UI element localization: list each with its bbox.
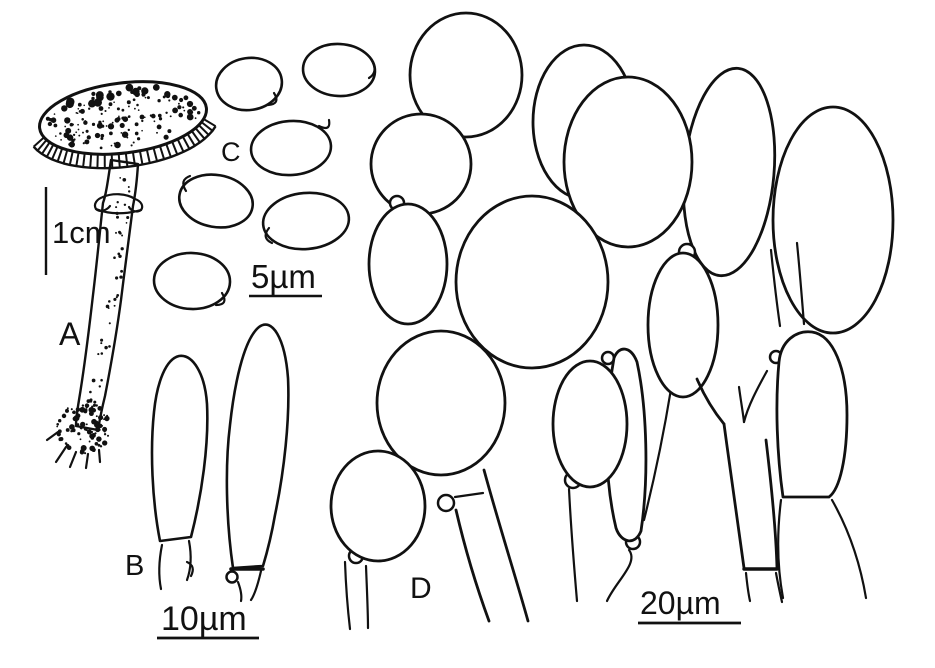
clamp-connection (436, 493, 456, 513)
hypha-line (482, 468, 530, 623)
spore (177, 173, 255, 229)
hypha-line (605, 548, 633, 603)
clavate-cells-group (150, 323, 290, 603)
spores-group (152, 42, 377, 311)
mushroom-stipe-dots (86, 177, 131, 407)
base-fibril (68, 450, 78, 469)
hypha-line (764, 438, 779, 570)
hypha-line (774, 571, 784, 604)
branching-hypha (695, 369, 784, 604)
clamp-connection (225, 570, 239, 584)
panel-d: D 20µm (329, 11, 895, 631)
globose-cell (551, 359, 629, 489)
base-fibril (45, 430, 60, 442)
panel-d-label: D (410, 572, 432, 605)
panel-c-label: C (221, 137, 241, 167)
scale-bar-b-text: 10µm (161, 600, 247, 638)
globose-cell (646, 251, 720, 399)
hypha-line (364, 564, 370, 630)
spore (249, 118, 333, 177)
base-fibril (54, 445, 68, 464)
spore (214, 56, 284, 112)
mushroom-ring (93, 193, 144, 215)
basal-cell-line (158, 543, 164, 591)
mushroom-gills (32, 118, 217, 170)
hypha-line (737, 385, 746, 424)
mushroom-stipe (74, 158, 140, 432)
globose-cell (408, 11, 524, 139)
globose-cell (775, 330, 849, 499)
globose-cell (369, 112, 473, 216)
spore-apiculus (367, 57, 376, 80)
globose-cell (562, 75, 694, 249)
hypha-line (830, 498, 868, 600)
hypha-line (695, 377, 726, 426)
hypha-line (454, 508, 491, 623)
hypha-line (642, 387, 673, 522)
spore (152, 251, 232, 311)
ring-line (101, 193, 137, 201)
hypha-line (742, 369, 769, 424)
hypha-line (777, 498, 785, 600)
panel-b-label: B (125, 550, 144, 582)
basal-cell-line (236, 580, 243, 603)
scale-bar-a-text: 1cm (52, 215, 111, 250)
panel-c: C 5µm (152, 42, 377, 311)
base-fibril (84, 452, 90, 470)
spore (261, 191, 351, 251)
hypha-line (343, 560, 352, 631)
globose-cell (375, 329, 507, 477)
scale-bar-c-text: 5µm (251, 258, 316, 295)
panel-a: 1cm A (32, 80, 217, 470)
hypha-line (567, 487, 579, 603)
mushroom-base (45, 403, 110, 470)
mushroom-sketch (32, 80, 217, 470)
basal-cell-line (185, 560, 194, 578)
base-fibril (97, 448, 102, 464)
globose-cell (454, 194, 610, 370)
globose-cell (771, 105, 895, 335)
hypha-line (722, 422, 746, 570)
ring-line (94, 207, 143, 215)
clavate-cell (150, 354, 209, 591)
clavate-cell (225, 323, 290, 603)
hypha-line (795, 241, 806, 326)
hypha-line (769, 248, 782, 328)
spore (301, 42, 377, 98)
scale-bar-d-text: 20µm (640, 585, 721, 621)
hypha-line (744, 571, 752, 603)
basal-cell-line (249, 569, 263, 602)
basal-cell-line (185, 539, 192, 582)
spore-apiculus (264, 226, 274, 245)
panel-a-label: A (59, 316, 81, 352)
septum-line (453, 491, 485, 499)
spore-apiculus (182, 174, 192, 193)
spore-apiculus (317, 118, 331, 130)
mushroom-base-dots (56, 403, 110, 455)
globose-cells-group (329, 11, 895, 631)
spore-apiculus (266, 91, 278, 107)
panel-b: B 10µm (125, 323, 290, 640)
globose-cell (367, 202, 449, 326)
mushroom-cap-speckles (45, 83, 201, 150)
globose-cell (329, 449, 427, 563)
spore-apiculus (214, 291, 226, 307)
